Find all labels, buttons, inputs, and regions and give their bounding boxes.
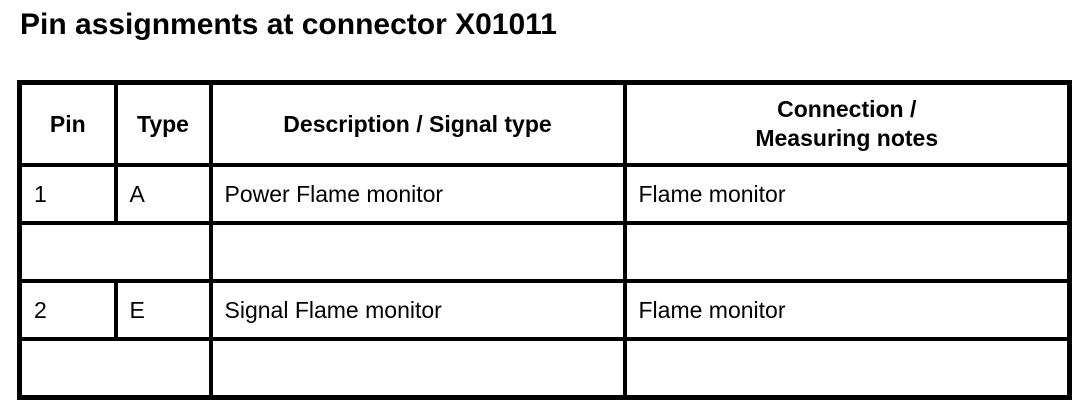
cell-connection [622, 221, 1072, 283]
cell-type: A [113, 163, 213, 225]
cell-pin: 1 [17, 163, 118, 225]
cell-description: Signal Flame monitor [208, 279, 627, 341]
cell-pin-type-merged [17, 221, 213, 283]
table-row: 2 E Signal Flame monitor Flame monitor [17, 279, 1072, 341]
cell-connection: Flame monitor [622, 279, 1072, 341]
header-description: Description / Signal type [208, 80, 627, 167]
pin-assignment-table: Pin Type Description / Signal type Conne… [17, 80, 1072, 400]
page-title: Pin assignments at connector X01011 [20, 8, 557, 41]
header-connection: Connection / Measuring notes [622, 80, 1072, 167]
table-row-empty [17, 221, 1072, 283]
cell-description [208, 221, 627, 283]
cell-description [208, 337, 627, 400]
header-pin: Pin [17, 80, 118, 167]
table-row-empty [17, 337, 1072, 400]
header-connection-line2: Measuring notes [755, 125, 939, 151]
table-row: 1 A Power Flame monitor Flame monitor [17, 163, 1072, 225]
cell-pin: 2 [17, 279, 118, 341]
table-header-row: Pin Type Description / Signal type Conne… [17, 80, 1072, 167]
cell-pin-type-merged [17, 337, 213, 400]
header-connection-line1: Connection / [777, 96, 917, 123]
header-type: Type [113, 80, 213, 167]
cell-type: E [113, 279, 213, 341]
cell-description: Power Flame monitor [208, 163, 627, 225]
cell-connection: Flame monitor [622, 163, 1072, 225]
cell-connection [622, 337, 1072, 400]
